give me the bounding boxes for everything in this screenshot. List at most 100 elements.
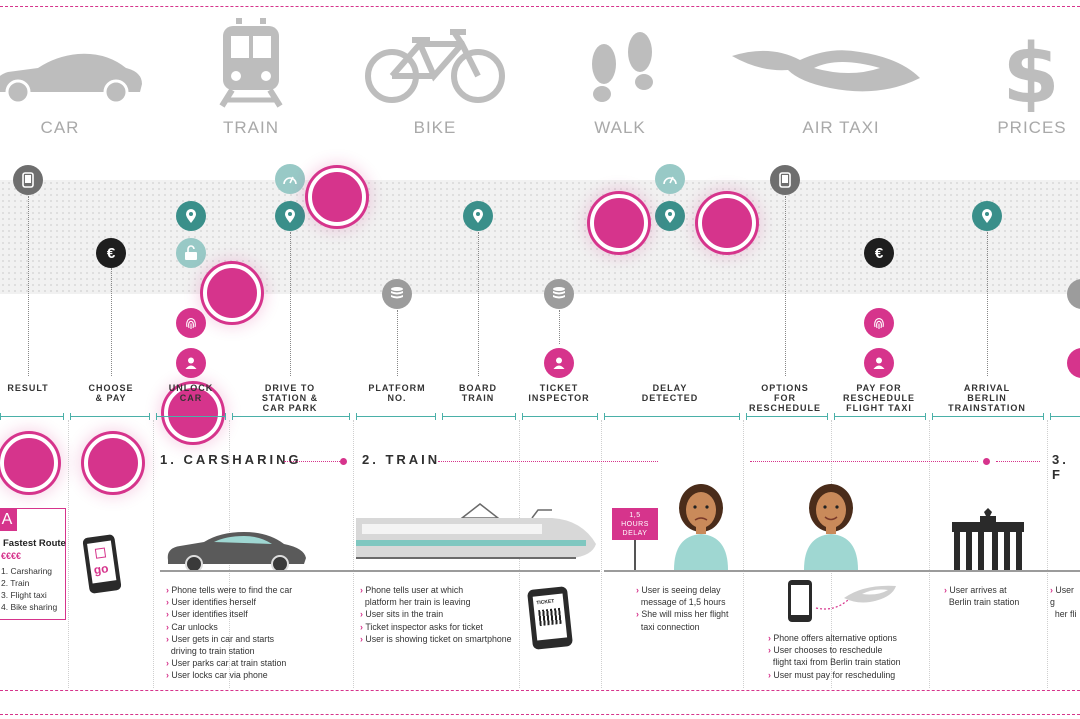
train-icon [219, 18, 283, 108]
connector [559, 310, 560, 344]
phase-title-train: 2. TRAIN [362, 452, 441, 467]
connector [290, 232, 291, 376]
mode-label-bike: BIKE [413, 118, 457, 137]
dollar-icon: $ [1002, 32, 1059, 112]
ticket-phone-icon: TICKET [526, 586, 574, 650]
go-app-phone-icon: go [82, 534, 122, 594]
speedometer-icon [275, 164, 305, 194]
car-icon [0, 53, 142, 105]
mode-label-train: TRAIN [223, 118, 279, 137]
connector [111, 268, 112, 376]
stage-label-result: RESULT [7, 383, 49, 393]
touchpoint-target [590, 194, 648, 252]
bottom-border-line [0, 690, 1080, 691]
connector [397, 310, 398, 376]
ground-line [604, 570, 1080, 572]
stage-label-choose-pay: CHOOSE& PAY [88, 383, 134, 403]
timeline-dots [438, 461, 658, 462]
connector [785, 196, 786, 376]
location-pin-icon [176, 201, 206, 231]
phase-title-flight: 3. F [1052, 452, 1069, 482]
fingerprint-icon [864, 308, 894, 338]
stage-segment [232, 413, 350, 420]
footprints-icon [592, 32, 653, 102]
stage-segment [70, 413, 150, 420]
column-divider [743, 420, 744, 688]
timeline-dot [983, 458, 990, 465]
ground-line [160, 570, 600, 572]
connector [478, 232, 479, 376]
air-taxi-icon [732, 50, 920, 92]
brandenburg-gate-icon [952, 508, 1024, 570]
stage-segment [932, 413, 1044, 420]
stage-segment [522, 413, 598, 420]
timeline-dots [750, 461, 978, 462]
sign-post [634, 540, 636, 570]
timeline-dots [284, 461, 340, 462]
stage-segment [746, 413, 828, 420]
column-divider [1047, 420, 1048, 688]
barcode-icon [538, 607, 562, 627]
unlock-icon [176, 238, 206, 268]
flight-taxi-icon [815, 585, 896, 610]
stage-segment [442, 413, 516, 420]
go-text: go [92, 561, 110, 578]
smartphone-icon [770, 165, 800, 195]
location-pin-icon [655, 201, 685, 231]
top-border-line [0, 6, 1080, 7]
bottom-border-line-2 [0, 714, 1080, 715]
stage-label-edge: STFLTA [1070, 383, 1080, 413]
database-icon [1067, 279, 1080, 309]
user-icon [176, 348, 206, 378]
stage-segment [356, 413, 436, 420]
touchpoint-target [698, 194, 756, 252]
location-pin-icon [275, 201, 305, 231]
location-pin-icon [972, 201, 1002, 231]
traveler-sad-illustration [674, 484, 728, 570]
column-divider [68, 420, 69, 688]
ticket-text: TICKET [536, 598, 555, 607]
user-icon [544, 348, 574, 378]
bike-icon [365, 29, 505, 103]
column-divider [153, 420, 154, 688]
mode-label-car: CAR [40, 118, 80, 137]
touchpoint-target [84, 434, 142, 492]
phase-title-carsharing: 1. CARSHARING [160, 452, 302, 467]
database-icon [544, 279, 574, 309]
mode-label-air-taxi: AIR TAXI [802, 118, 880, 137]
result-badge: A [0, 509, 17, 531]
euro-icon: € [864, 238, 894, 268]
timeline-dot [340, 458, 347, 465]
stage-segment [0, 413, 64, 420]
result-price: €€€€ [1, 551, 22, 561]
touchpoint-target [203, 264, 261, 322]
smartphone-icon [13, 165, 43, 195]
touchpoint-target [308, 168, 366, 226]
options-phone-icon [788, 580, 812, 622]
timeline-dots [996, 461, 1040, 462]
car-illustration [167, 532, 306, 572]
mode-label-walk: WALK [594, 118, 646, 137]
touchpoint-target [164, 384, 222, 442]
svg-text:$: $ [1002, 32, 1059, 112]
fingerprint-icon [176, 308, 206, 338]
euro-icon: € [96, 238, 126, 268]
column-divider [929, 420, 930, 688]
speedometer-icon [655, 164, 685, 194]
connector [987, 232, 988, 376]
traveler-happy-illustration [804, 484, 858, 570]
train-illustration [356, 503, 596, 559]
